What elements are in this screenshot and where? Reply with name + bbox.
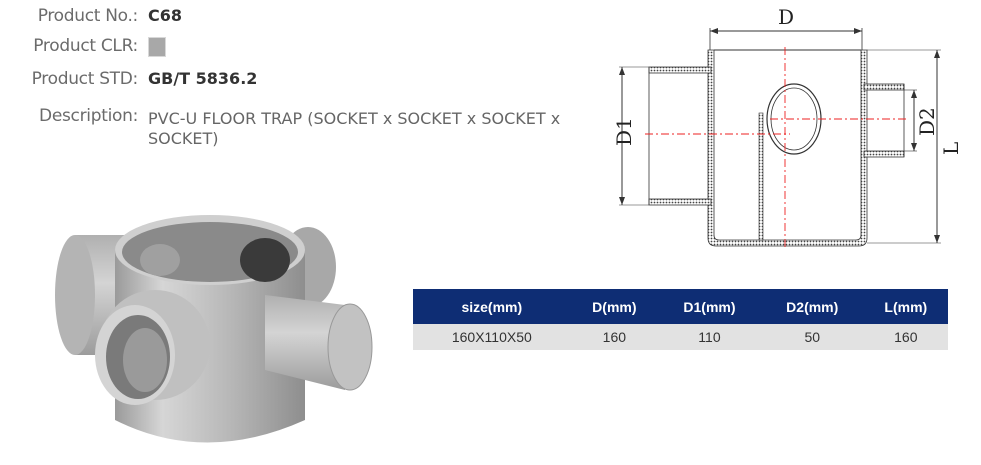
product-standard-value: GB/T 5836.2 bbox=[148, 69, 258, 88]
product-image bbox=[55, 215, 373, 443]
product-number-row: Product No.: C68 bbox=[0, 6, 182, 26]
table-row: 160X110X50 160 110 50 160 bbox=[413, 324, 948, 350]
product-standard-label: Product STD: bbox=[31, 69, 139, 89]
product-number-value: C68 bbox=[148, 6, 183, 25]
product-description-value: PVC-U FLOOR TRAP (SOCKET x SOCKET x SOCK… bbox=[148, 109, 561, 148]
product-description-label: Description: bbox=[39, 106, 138, 126]
header-d: D(mm) bbox=[570, 289, 659, 324]
header-size: size(mm) bbox=[413, 289, 571, 324]
color-swatch bbox=[148, 37, 166, 57]
cell-d2: 50 bbox=[760, 324, 864, 350]
spec-table: size(mm) D(mm) D1(mm) D2(mm) L(mm) 160X1… bbox=[413, 289, 948, 350]
product-number-label: Product No.: bbox=[37, 6, 139, 26]
dim-D1-label: D1 bbox=[612, 117, 636, 146]
dim-D2-label: D2 bbox=[915, 107, 939, 136]
cell-size: 160X110X50 bbox=[413, 324, 571, 350]
header-d2: D2(mm) bbox=[760, 289, 864, 324]
product-color-label: Product CLR: bbox=[33, 36, 138, 56]
cell-d1: 110 bbox=[658, 324, 761, 350]
dim-L-label: L bbox=[939, 142, 963, 155]
header-d1: D1(mm) bbox=[658, 289, 761, 324]
product-description-row: Description: PVC-U FLOOR TRAP (SOCKET x … bbox=[0, 106, 588, 149]
dim-D-label: D bbox=[778, 5, 794, 29]
technical-drawing: D D1 D2 L bbox=[612, 5, 963, 250]
header-l: L(mm) bbox=[863, 289, 948, 324]
spec-table-header: size(mm) D(mm) D1(mm) D2(mm) L(mm) bbox=[413, 289, 948, 324]
product-standard-row: Product STD: GB/T 5836.2 bbox=[0, 69, 258, 89]
product-color-row: Product CLR: bbox=[0, 36, 166, 57]
cell-l: 160 bbox=[863, 324, 948, 350]
cell-d: 160 bbox=[570, 324, 659, 350]
